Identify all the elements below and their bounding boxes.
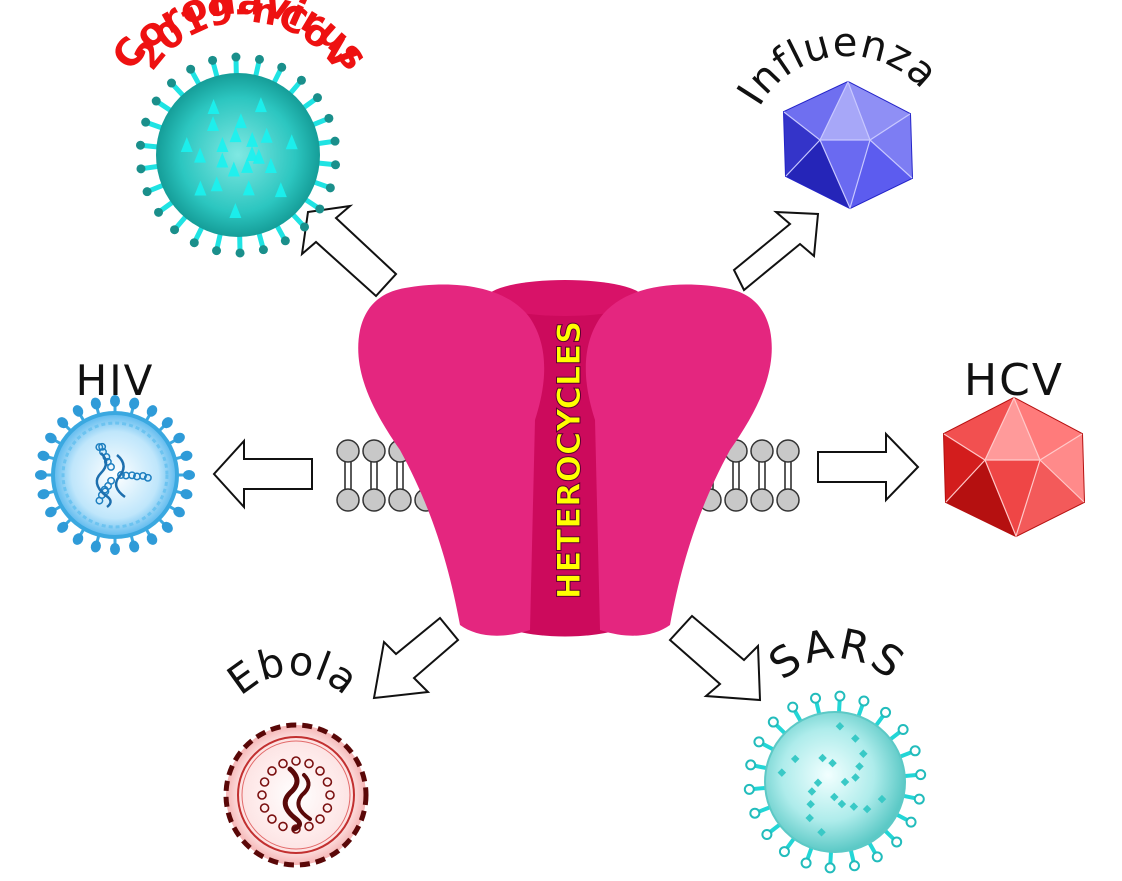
arrow-to-influenza — [732, 210, 820, 292]
ebola-envelope — [223, 722, 369, 868]
sars-virus: SARS — [743, 619, 927, 874]
arrow-to-hcv — [817, 431, 920, 503]
hiv-capsid-icon — [95, 442, 152, 508]
arrow-to-hiv — [212, 438, 313, 510]
heterocycles-label: HETEROCYCLES — [550, 321, 588, 599]
hiv-label: HIV — [76, 356, 155, 405]
influenza-virus: Influenza — [729, 20, 946, 210]
protein-core-top — [487, 280, 643, 316]
ebola-virus: Ebola — [219, 638, 369, 868]
protein-left-lobe — [358, 284, 545, 636]
sars-label: SARS — [760, 619, 914, 689]
sars-body — [764, 711, 906, 853]
ebola-label: Ebola — [219, 638, 366, 704]
ebola-nucleocapsid-icon — [257, 756, 335, 834]
hiv-virus: HIV — [35, 356, 195, 555]
hcv-virus: HCV — [942, 355, 1086, 538]
arrow-to-coronavirus — [300, 204, 398, 298]
membrane-protein: HETEROCYCLES — [358, 280, 772, 637]
arrow-to-ebola — [372, 616, 460, 700]
hiv-envelope — [51, 411, 179, 539]
hcv-label: HCV — [964, 355, 1064, 406]
protein-right-lobe — [585, 284, 772, 636]
arrow-to-sars — [668, 614, 762, 702]
